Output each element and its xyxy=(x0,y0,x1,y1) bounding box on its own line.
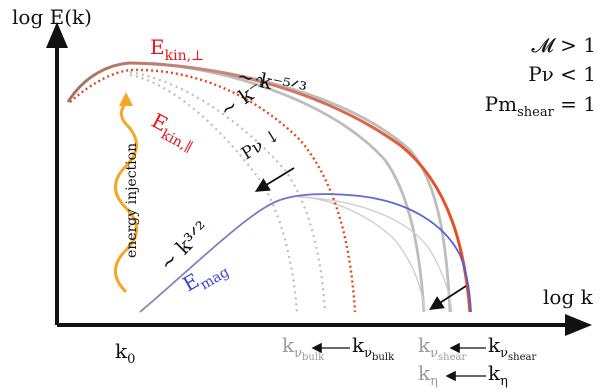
pm-label: Pmshear = 1 xyxy=(485,92,596,120)
slope-32-label: ∼ k³ᐟ² xyxy=(155,216,214,275)
emag-curve xyxy=(139,193,472,313)
pnu-arrow-label: Pν ↓ xyxy=(238,125,284,164)
pnu-label: Pν < 1 xyxy=(528,62,596,86)
ekin-perp-label: Ekin,⊥ xyxy=(150,35,204,64)
ekin-par-label: Ekin,∥ xyxy=(145,108,201,156)
grey-light-curve-2 xyxy=(299,196,426,313)
grey-dotted-curve-2 xyxy=(129,70,327,313)
mach-label: 𝓜 > 1 xyxy=(531,33,596,57)
tick-knu-shear-grey: kνshear xyxy=(418,333,466,363)
y-axis-label: log E(k) xyxy=(12,5,92,29)
energy-injection-wave xyxy=(114,101,138,294)
pnu-arrow xyxy=(254,167,295,192)
tick-k0: k0 xyxy=(115,339,135,367)
grey-light-curve-1 xyxy=(299,196,453,313)
ekin-perp-curve xyxy=(66,61,472,313)
ekin-par-curve xyxy=(69,68,357,313)
tick-knu-bulk-grey: kνbulk xyxy=(282,333,325,363)
energy-injection-label: energy injection xyxy=(124,143,140,258)
tick-keta: kη xyxy=(488,361,508,389)
tick-keta-grey: kη xyxy=(418,361,438,389)
energy-injection-arrowhead xyxy=(119,92,133,106)
tick-labels: k0 kνbulk kνbulk kνshear kνshear kη kη xyxy=(115,333,536,389)
grey-solid-curve-1 xyxy=(149,61,426,313)
keta-arrow xyxy=(428,285,467,310)
y-axis-arrow xyxy=(46,22,68,48)
x-axis-label: log k xyxy=(543,285,594,309)
tick-knu-shear: kνshear xyxy=(488,333,536,363)
axes xyxy=(46,22,592,336)
x-axis-arrow xyxy=(565,314,592,336)
tick-knu-bulk: kνbulk xyxy=(352,333,395,363)
parameters: 𝓜 > 1 Pν < 1 Pmshear = 1 xyxy=(485,33,596,120)
